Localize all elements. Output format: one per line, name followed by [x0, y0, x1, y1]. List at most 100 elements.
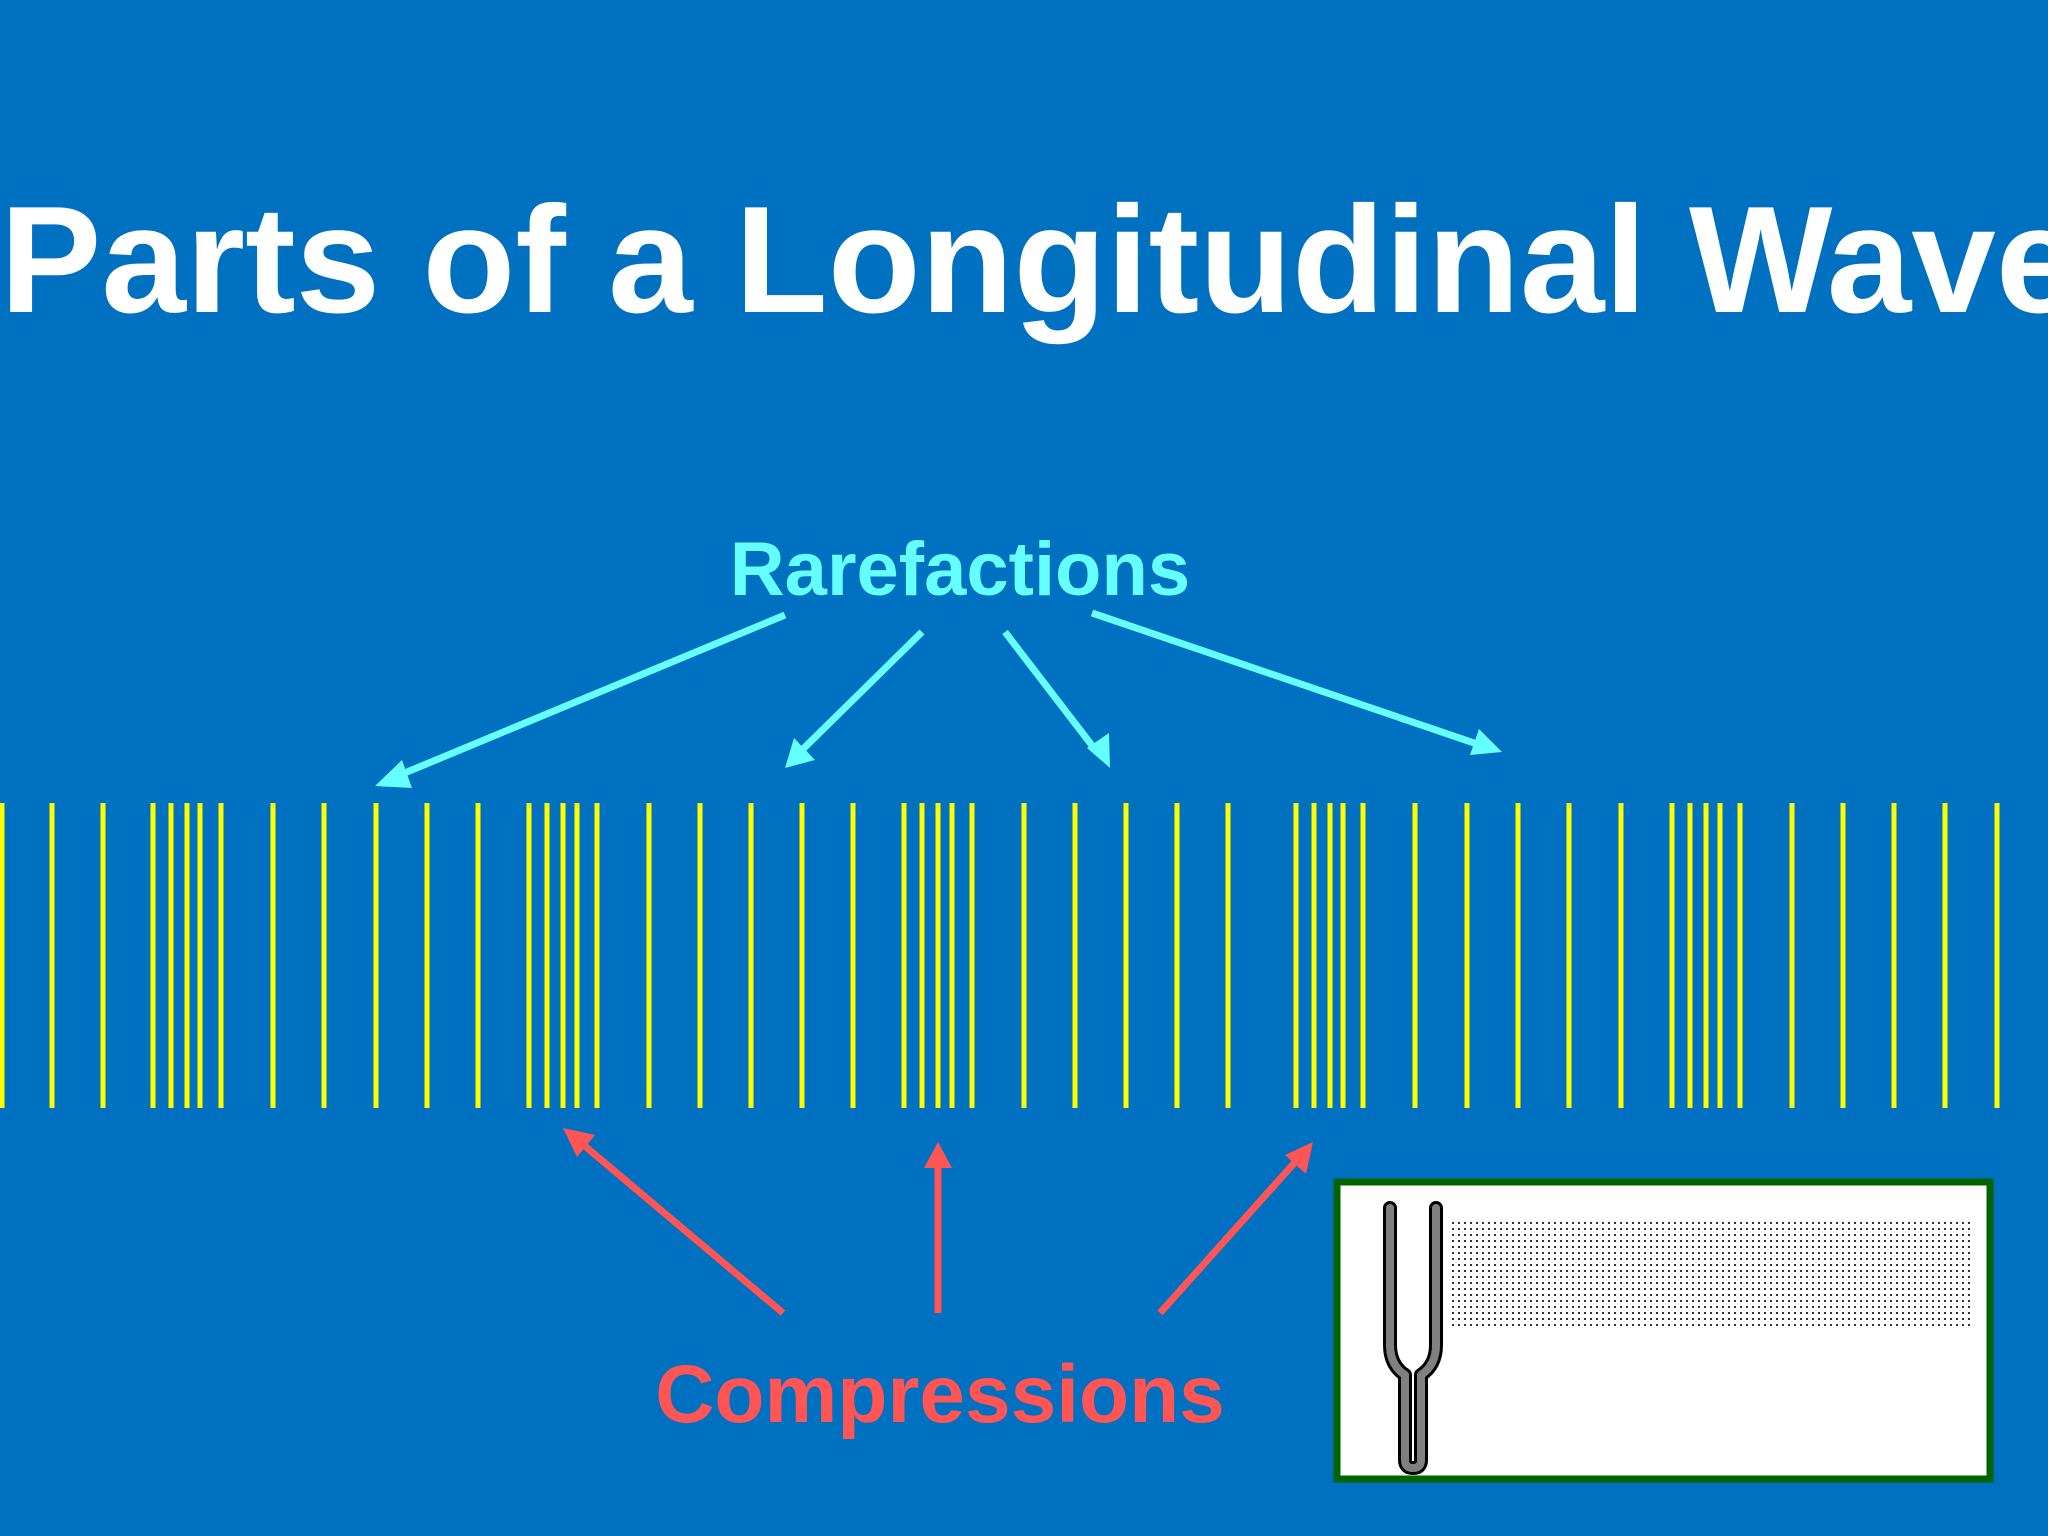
particle-dot [1824, 1270, 1826, 1272]
particle-dot [1614, 1258, 1616, 1260]
particle-dot [1686, 1258, 1688, 1260]
particle-dot [1680, 1288, 1682, 1290]
particle-dot [1920, 1300, 1922, 1302]
particle-dot [1908, 1240, 1910, 1242]
particle-dot [1668, 1306, 1670, 1308]
particle-dot [1854, 1252, 1856, 1254]
particle-dot [1758, 1282, 1760, 1284]
particle-dot [1662, 1222, 1664, 1224]
particle-dot [1512, 1228, 1514, 1230]
particle-dot [1914, 1324, 1916, 1326]
particle-dot [1650, 1282, 1652, 1284]
particle-dot [1926, 1300, 1928, 1302]
particle-dot [1506, 1246, 1508, 1248]
particle-dot [1650, 1240, 1652, 1242]
particle-dot [1704, 1300, 1706, 1302]
particle-dot [1794, 1282, 1796, 1284]
particle-dot [1494, 1222, 1496, 1224]
particle-dot [1950, 1276, 1952, 1278]
particle-dot [1638, 1240, 1640, 1242]
particle-dot [1578, 1252, 1580, 1254]
particle-dot [1632, 1222, 1634, 1224]
particle-dot [1800, 1252, 1802, 1254]
particle-dot [1632, 1324, 1634, 1326]
particle-dot [1896, 1228, 1898, 1230]
particle-dot [1674, 1258, 1676, 1260]
particle-dot [1542, 1240, 1544, 1242]
particle-dot [1932, 1306, 1934, 1308]
particle-dot [1716, 1264, 1718, 1266]
particle-dot [1614, 1222, 1616, 1224]
particle-dot [1890, 1276, 1892, 1278]
particle-dot [1506, 1252, 1508, 1254]
particle-dot [1482, 1276, 1484, 1278]
particle-dot [1740, 1288, 1742, 1290]
particle-dot [1896, 1294, 1898, 1296]
particle-dot [1506, 1324, 1508, 1326]
particle-dot [1866, 1222, 1868, 1224]
particle-dot [1518, 1264, 1520, 1266]
particle-dot [1686, 1276, 1688, 1278]
particle-dot [1920, 1324, 1922, 1326]
particle-dot [1560, 1234, 1562, 1236]
particle-dot [1734, 1252, 1736, 1254]
particle-dot [1770, 1270, 1772, 1272]
particle-dot [1488, 1240, 1490, 1242]
particle-dot [1878, 1312, 1880, 1314]
particle-dot [1944, 1276, 1946, 1278]
particle-dot [1476, 1270, 1478, 1272]
particle-dot [1794, 1252, 1796, 1254]
particle-dot [1584, 1288, 1586, 1290]
particle-dot [1776, 1264, 1778, 1266]
particle-dot [1512, 1312, 1514, 1314]
compressions-label: Compressions [655, 1349, 1225, 1440]
particle-dot [1554, 1240, 1556, 1242]
particle-dot [1494, 1288, 1496, 1290]
particle-dot [1734, 1270, 1736, 1272]
particle-dot [1896, 1234, 1898, 1236]
particle-dot [1716, 1252, 1718, 1254]
particle-dot [1710, 1276, 1712, 1278]
particle-dot [1626, 1222, 1628, 1224]
particle-dot [1626, 1288, 1628, 1290]
particle-dot [1458, 1264, 1460, 1266]
particle-dot [1626, 1300, 1628, 1302]
particle-dot [1458, 1276, 1460, 1278]
particle-dot [1734, 1234, 1736, 1236]
particle-dot [1860, 1246, 1862, 1248]
particle-dot [1770, 1294, 1772, 1296]
particle-dot [1956, 1282, 1958, 1284]
particle-dot [1572, 1282, 1574, 1284]
particle-dot [1860, 1234, 1862, 1236]
particle-dot [1914, 1294, 1916, 1296]
particle-dot [1890, 1324, 1892, 1326]
particle-dot [1542, 1288, 1544, 1290]
particle-dot [1878, 1240, 1880, 1242]
particle-dot [1752, 1264, 1754, 1266]
particle-dot [1692, 1300, 1694, 1302]
particle-dot [1860, 1306, 1862, 1308]
particle-dot [1578, 1282, 1580, 1284]
particle-dot [1908, 1306, 1910, 1308]
particle-dot [1500, 1288, 1502, 1290]
particle-dot [1776, 1222, 1778, 1224]
particle-dot [1770, 1282, 1772, 1284]
particle-dot [1956, 1222, 1958, 1224]
particle-dot [1776, 1252, 1778, 1254]
particle-dot [1584, 1312, 1586, 1314]
particle-dot [1746, 1294, 1748, 1296]
particle-dot [1908, 1222, 1910, 1224]
particle-dot [1776, 1234, 1778, 1236]
particle-dot [1926, 1282, 1928, 1284]
particle-dot [1488, 1282, 1490, 1284]
particle-dot [1884, 1270, 1886, 1272]
particle-dot [1788, 1264, 1790, 1266]
particle-dot [1728, 1228, 1730, 1230]
particle-dot [1542, 1270, 1544, 1272]
particle-dot [1518, 1300, 1520, 1302]
particle-dot [1470, 1300, 1472, 1302]
particle-dot [1542, 1258, 1544, 1260]
particle-dot [1656, 1270, 1658, 1272]
particle-dot [1716, 1276, 1718, 1278]
particle-dot [1872, 1270, 1874, 1272]
